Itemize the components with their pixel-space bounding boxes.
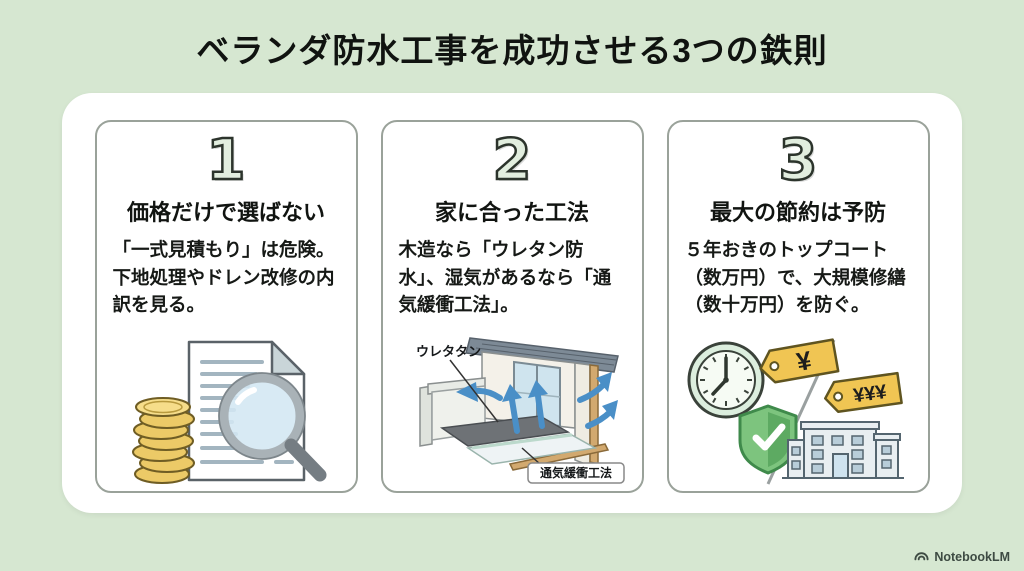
card-prevention: 3 最大の節約は予防 ５年おきのトップコート（数万円）で、大規模修繕（数十万円）… xyxy=(666,120,930,493)
card-number-3: 3 xyxy=(777,128,818,193)
card-body-1: 「一式見積もり」は危険。下地処理やドレン改修の内訳を見る。 xyxy=(112,238,335,316)
cards-panel: 1 価格だけで選ばない 「一式見積もり」は危険。下地処理やドレン改修の内訳を見る… xyxy=(62,93,962,513)
urethane-label: ウレタタン xyxy=(416,344,481,359)
card-heading-1: 価格だけで選ばない xyxy=(126,199,325,225)
notebooklm-watermark-label: NotebookLM xyxy=(934,549,1010,564)
small-price-tag-icon: ¥ xyxy=(758,338,839,384)
card-body-2: 木造なら「ウレタン防水」、湿気があるなら「通気緩衝工法」。 xyxy=(398,238,612,316)
page-title: ベランダ防水工事を成功させる3つの鉄則 xyxy=(196,32,828,69)
shield-check-icon xyxy=(738,404,797,475)
balcony-cross-section-icon: ウレタタン 通気緩衝工法 xyxy=(416,337,625,484)
prevention-vs-repair-illustration: ¥ xyxy=(686,336,911,486)
document-magnifier-coins-icon xyxy=(131,340,326,484)
clock-shield-building-icon: ¥ xyxy=(687,338,904,485)
estimate-document-illustration xyxy=(114,336,339,486)
card-price: 1 価格だけで選ばない 「一式見積もり」は危険。下地処理やドレン改修の内訳を見る… xyxy=(94,120,358,493)
notebooklm-logo-icon xyxy=(914,552,929,561)
vent-method-label: 通気緩衝工法 xyxy=(539,465,611,480)
card-number-1: 1 xyxy=(205,128,246,193)
card-heading-2: 家に合った工法 xyxy=(434,199,589,225)
balcony-diagram-illustration: ウレタタン 通気緩衝工法 xyxy=(390,336,635,486)
small-cost-tag-label: ¥ xyxy=(794,345,814,377)
card-heading-3: 最大の節約は予防 xyxy=(709,199,886,225)
notebooklm-watermark: NotebookLM xyxy=(914,549,1010,564)
large-cost-tag-label: ¥¥¥ xyxy=(852,381,889,408)
card-body-3: ５年おきのトップコート（数万円）で、大規模修繕（数十万円）を防ぐ。 xyxy=(684,238,906,316)
large-price-tag-icon: ¥¥¥ xyxy=(823,371,903,414)
clock-icon xyxy=(687,341,764,419)
card-number-2: 2 xyxy=(491,128,532,193)
card-method: 2 家に合った工法 木造なら「ウレタン防水」、湿気があるなら「通気緩衝工法」。 xyxy=(380,120,644,493)
building-icon xyxy=(781,421,904,479)
